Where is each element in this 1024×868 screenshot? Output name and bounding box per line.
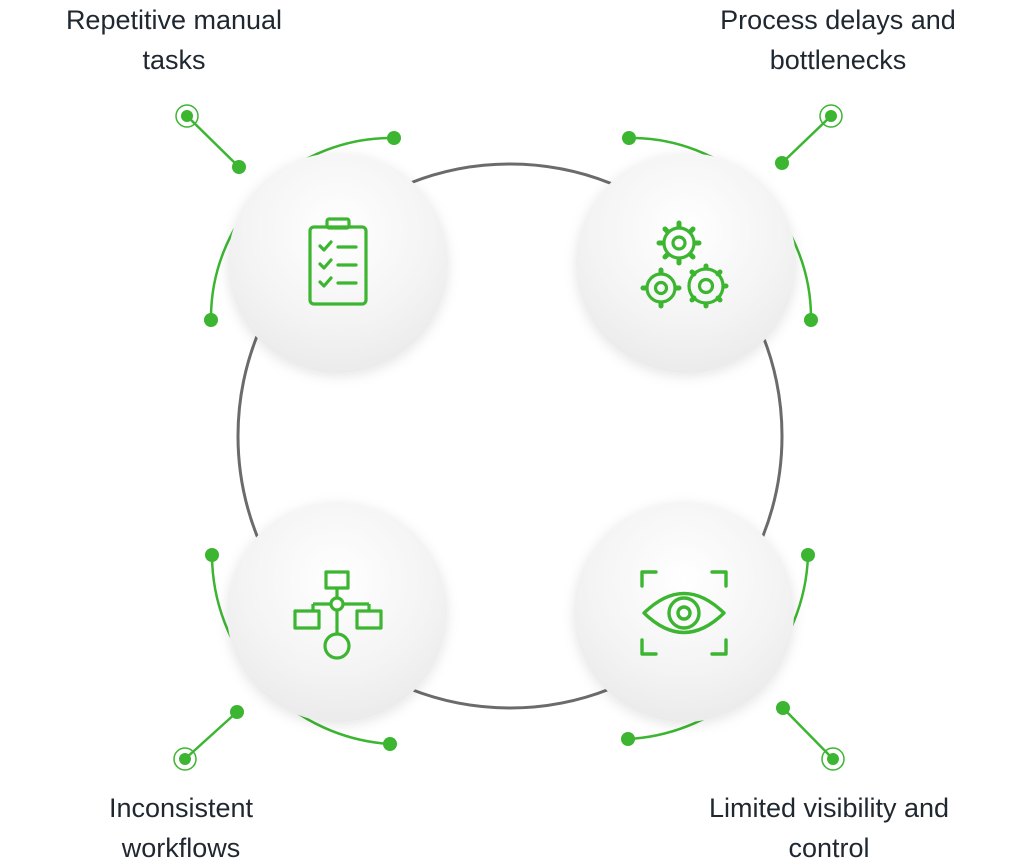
clipboard-checklist-icon <box>308 217 368 306</box>
connector-end-dot <box>825 110 837 122</box>
label-line: control <box>788 833 870 863</box>
label-line: Process delays and <box>720 5 956 35</box>
connector-end-ring <box>175 104 199 128</box>
connector-dot <box>622 131 636 145</box>
connector-end-dot <box>181 110 193 122</box>
connector-dot <box>383 737 397 751</box>
label-line: workflows <box>121 833 241 863</box>
connector-end-ring <box>819 104 843 128</box>
label-limited-visibility: Limited visibility and control <box>679 788 979 868</box>
connector-end-ring <box>173 747 197 771</box>
label-line: Inconsistent <box>108 793 254 823</box>
gears-icon <box>640 220 729 309</box>
label-line: tasks <box>142 45 206 75</box>
label-repetitive-manual-tasks: Repetitive manual tasks <box>24 0 324 80</box>
disc-bottom-right <box>574 502 794 722</box>
label-line: Repetitive manual <box>65 5 283 35</box>
connector-dot <box>230 705 244 719</box>
label-inconsistent-workflows: Inconsistent workflows <box>41 788 321 868</box>
connector-dot <box>205 548 219 562</box>
connector-end-ring <box>821 747 845 771</box>
connector-end-dot <box>179 753 191 765</box>
connector-dot <box>801 548 815 562</box>
central-ring <box>236 162 784 710</box>
connector-dot <box>775 156 789 170</box>
connector-dot <box>232 160 246 174</box>
disc-top-right <box>576 153 796 373</box>
connector-dot <box>387 131 401 145</box>
label-line: bottlenecks <box>769 45 907 75</box>
label-process-delays: Process delays and bottlenecks <box>683 0 993 80</box>
label-line: Limited visibility and <box>708 793 950 823</box>
connector-dot <box>621 732 635 746</box>
flowchart-icon <box>293 570 383 660</box>
connector-dot <box>776 701 790 715</box>
connector-dot <box>804 313 818 327</box>
connector-end-dot <box>827 753 839 765</box>
connector-dot <box>204 313 218 327</box>
eye-scan-icon <box>640 570 728 656</box>
disc-top-left <box>228 153 448 373</box>
